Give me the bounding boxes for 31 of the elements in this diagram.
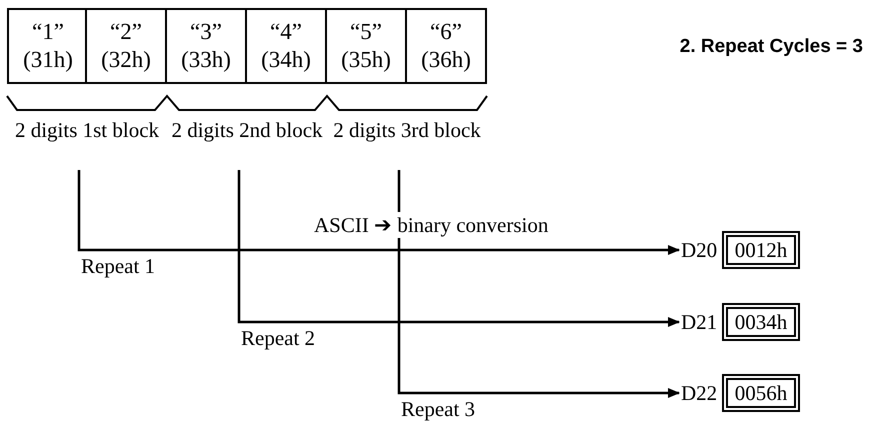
block-label: 2 digits 2nd block [167,118,327,168]
character-text: “5” [350,18,382,46]
title: 2. Repeat Cycles = 3 [680,36,863,58]
character-text: “3” [190,18,222,46]
register-value-box: 0056h [722,374,800,412]
data-cell [405,8,487,84]
arrow [78,170,680,255]
data-cell [165,8,247,84]
hex-code-text: (33h) [181,46,231,74]
block-label: 2 digits 1st block [7,118,167,168]
hex-code-text: (36h) [421,46,471,74]
hex-code-text: (35h) [341,46,391,74]
register-label: D21 [681,309,717,335]
hex-code-text: (34h) [261,46,311,74]
block-label: 2 digits 3rd block [327,118,487,168]
data-cell [245,8,327,84]
register-label: D22 [681,380,717,406]
register-value-box: 0012h [722,231,800,269]
arrow [398,170,680,398]
register-value-box: 0034h [722,303,800,341]
arrow [238,170,680,327]
character-text: “2” [110,18,142,46]
conversion-note: ASCII ➔ binary conversion [312,212,550,238]
character-text: “4” [270,18,302,46]
data-cell [325,8,407,84]
data-cell [85,8,167,84]
character-text: “1” [32,18,64,46]
character-text: “6” [430,18,462,46]
register-label: D20 [681,237,717,263]
hex-code-text: (32h) [101,46,151,74]
hex-code-text: (31h) [23,46,73,74]
